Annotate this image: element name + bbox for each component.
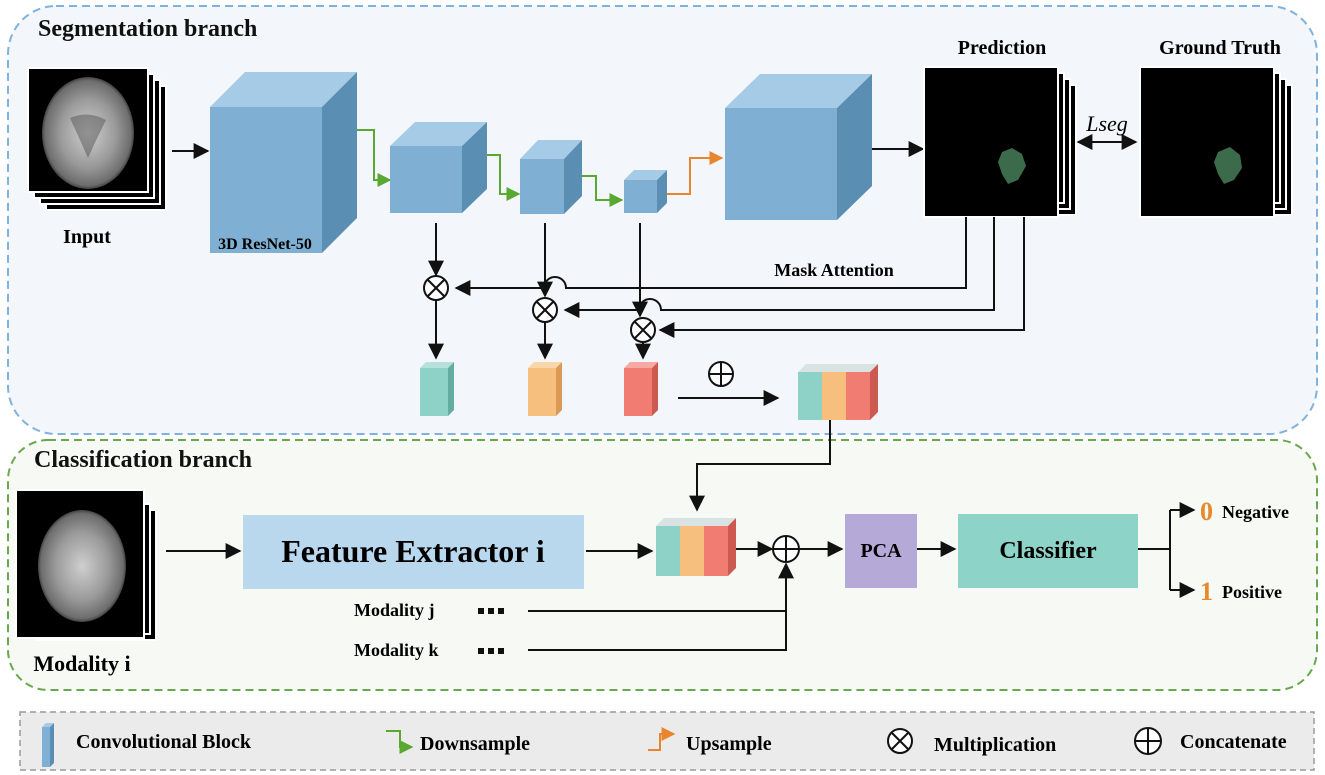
downsample-arrow-1: [357, 129, 392, 187]
output-0-value: 0: [1200, 497, 1213, 526]
legend-upsample-label: Upsample: [686, 733, 772, 755]
ground-truth-label: Ground Truth: [1159, 37, 1281, 59]
legend-concatenate-icon: [1134, 727, 1162, 755]
feature-extractor-box: [243, 515, 584, 589]
upsample-arrow: [667, 151, 724, 195]
legend-conv-block-icon: [42, 723, 54, 767]
input-label: Input: [63, 226, 111, 248]
output-1-label: Positive: [1222, 582, 1282, 602]
combined-feature-block-bottom: [656, 518, 736, 576]
input-mri-stack: [27, 67, 167, 211]
concatenate-icon-bottom: [772, 535, 800, 563]
modality-k-dot-2: [488, 648, 494, 654]
classifier-label: Classifier: [999, 538, 1097, 564]
output-0-label: Negative: [1222, 502, 1289, 522]
multiplication-icon-1: [423, 275, 449, 301]
legend-conv-block-label: Convolutional Block: [76, 731, 252, 753]
modality-j-dot-1: [478, 608, 484, 614]
output-1-value: 1: [1200, 577, 1213, 606]
pca-label: PCA: [860, 540, 902, 562]
encoder-cube-2: [390, 122, 487, 213]
segmentation-panel: [7, 5, 1318, 435]
resnet-cube: [210, 72, 357, 253]
mask-line-3: [658, 217, 1025, 338]
legend-box: [19, 711, 1315, 771]
legend-multiplication-label: Multiplication: [934, 734, 1056, 756]
modality-k-line: [528, 611, 787, 651]
loss-label: Lseg: [1085, 111, 1128, 136]
multiplication-icon-2: [532, 297, 558, 323]
concatenate-icon-top: [708, 361, 734, 387]
multiplication-icon-3: [630, 317, 656, 343]
ground-truth-stack: [1139, 66, 1293, 218]
feature-block-red: [624, 362, 658, 416]
legend-downsample-label: Downsample: [420, 733, 530, 755]
modality-j-dot-2: [488, 608, 494, 614]
pca-box: [845, 514, 917, 588]
resnet-label: 3D ResNet-50: [218, 236, 312, 253]
modality-i-mri-stack: [15, 489, 157, 641]
feature-block-orange: [528, 362, 562, 416]
feature-block-teal: [420, 362, 454, 416]
legend-multiplication-icon: [887, 728, 913, 754]
modality-j-dot-3: [498, 608, 504, 614]
decoder-cube: [725, 74, 872, 220]
downsample-arrow-2: [487, 154, 521, 201]
modality-j-label: Modality j: [354, 600, 435, 620]
modality-k-dot-3: [498, 648, 504, 654]
prediction-label: Prediction: [958, 37, 1047, 59]
classification-title: Classification branch: [34, 447, 252, 473]
downsample-arrow-3: [582, 175, 624, 207]
modality-k-dot-1: [478, 648, 484, 654]
legend-upsample-icon: [648, 727, 676, 751]
segmentation-title: Segmentation branch: [38, 16, 257, 42]
modality-k-label: Modality k: [354, 640, 439, 660]
legend-downsample-icon: [386, 730, 414, 754]
feature-extractor-label: Feature Extractor i: [281, 533, 545, 569]
seg-to-cls-arrow: [689, 420, 831, 512]
modality-i-label: Modality i: [33, 651, 130, 676]
combined-feature-block-top: [798, 364, 878, 420]
prediction-stack: [923, 66, 1077, 218]
classifier-box: [958, 514, 1138, 588]
legend-concatenate-label: Concatenate: [1180, 731, 1287, 753]
mask-attention-label: Mask Attention: [774, 260, 894, 280]
encoder-cube-4: [624, 170, 667, 213]
encoder-cube-3: [520, 140, 582, 214]
